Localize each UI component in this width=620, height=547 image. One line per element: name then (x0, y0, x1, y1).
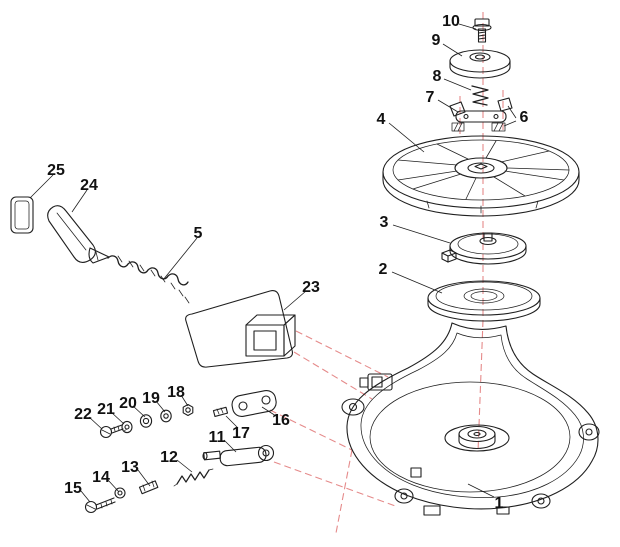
part-4-rope-reel (382, 135, 580, 217)
part-14-washer (114, 487, 126, 499)
part-label-2: 2 (379, 261, 388, 278)
centerline-guide-upper (295, 330, 389, 378)
part-7-ratchet-plate (449, 97, 513, 123)
part-label-22: 22 (74, 406, 92, 423)
part-5-starter-rope (107, 255, 190, 304)
part-12-return-spring (173, 468, 214, 487)
part-22-screw (99, 424, 124, 439)
part-21-spring-washer (121, 420, 133, 434)
part-label-13: 13 (121, 459, 139, 476)
centerline-arm (273, 461, 399, 508)
part-3-spring-case (441, 232, 527, 265)
reel-fins (397, 140, 570, 200)
part-17-pin (212, 406, 229, 418)
part-label-12: 12 (160, 449, 178, 466)
part-label-11: 11 (209, 429, 226, 446)
part-label-23: 23 (302, 279, 320, 296)
centerline-bracket (269, 409, 353, 451)
part-18-nut (182, 403, 194, 417)
part-label-4: 4 (377, 111, 386, 128)
part-9-friction-disc (449, 49, 511, 79)
part-label-21: 21 (97, 401, 115, 418)
part-20-washer (139, 414, 153, 428)
part-label-10: 10 (442, 13, 460, 30)
part-label-5: 5 (194, 225, 203, 242)
part-11-pawl-arm (202, 444, 275, 467)
part-label-9: 9 (432, 32, 441, 49)
part-label-8: 8 (433, 68, 442, 85)
part-label-18: 18 (167, 384, 185, 401)
part-8-spring (471, 85, 489, 106)
part-label-16: 16 (272, 412, 290, 429)
rope-braid-ticks (117, 255, 190, 304)
part-label-20: 20 (119, 395, 137, 412)
part-15-screw (84, 497, 116, 514)
part-24-handle-grip (47, 205, 110, 264)
part-label-1: 1 (495, 495, 504, 512)
part-13-spacer (138, 480, 159, 495)
part-10-bolt (472, 18, 492, 43)
centerline-bottom (335, 449, 353, 534)
part-label-19: 19 (142, 390, 160, 407)
part-label-25: 25 (47, 162, 65, 179)
part-label-14: 14 (92, 469, 110, 486)
part-label-7: 7 (426, 89, 435, 106)
part-2-recoil-spring (427, 280, 541, 322)
part-label-15: 15 (64, 480, 82, 497)
part-25-handle-cap (10, 196, 34, 234)
part-label-3: 3 (380, 214, 389, 231)
part-16-bracket (231, 389, 277, 417)
part-1-starter-housing (341, 322, 600, 516)
centerline-guide-lower (293, 351, 373, 400)
part-labels: 1 2 3 4 5 6 7 8 9 10 11 12 13 14 15 16 1… (47, 13, 528, 512)
part-label-24: 24 (80, 177, 98, 194)
leader-lines (29, 23, 517, 503)
part-19-washer (160, 409, 172, 423)
part-label-17: 17 (232, 425, 250, 442)
part-label-6: 6 (520, 109, 529, 126)
part-6-pawl-springs (451, 122, 506, 132)
part-23-rope-guide-plate (185, 290, 296, 368)
